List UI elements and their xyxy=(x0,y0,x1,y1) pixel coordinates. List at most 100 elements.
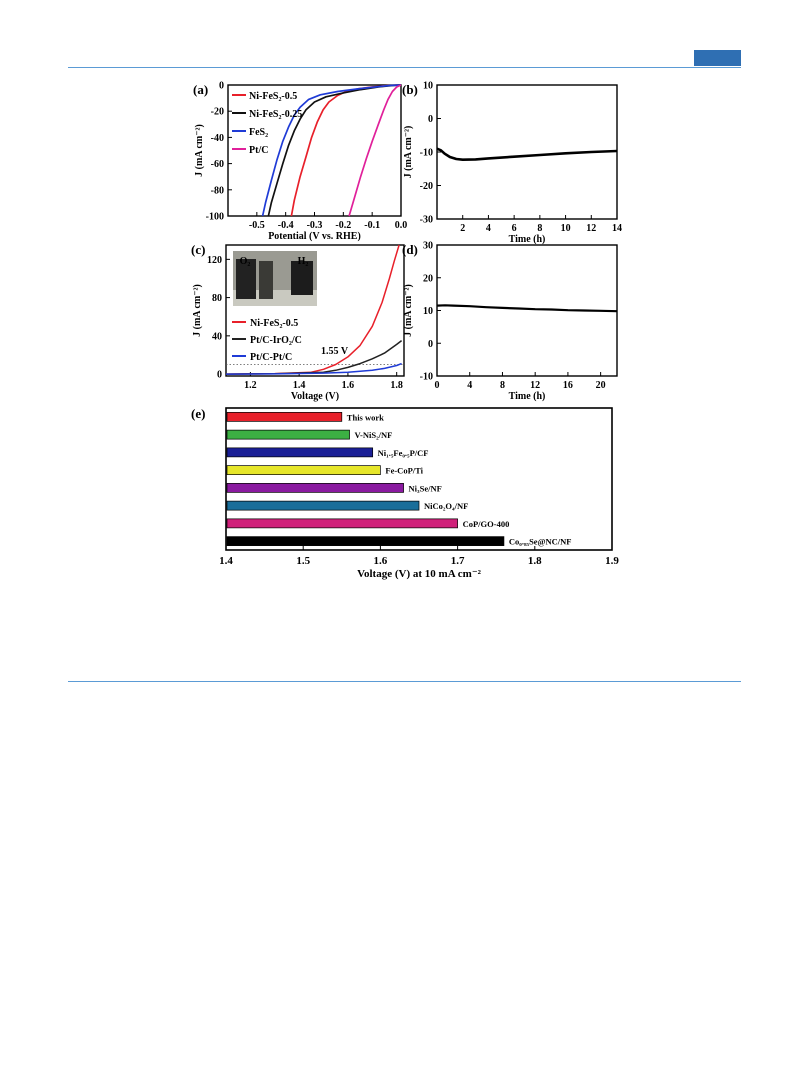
x-tick-label-c: 1.4 xyxy=(293,380,306,391)
legend-label-a-0: Ni-FeS₂-0.5 xyxy=(249,91,297,102)
x-tick-label-d: 0 xyxy=(435,380,440,391)
legend-label-c-2: Pt/C-Pt/C xyxy=(250,352,292,363)
x-tick-label-d: 16 xyxy=(563,380,573,391)
panel-label-b: (b) xyxy=(402,82,418,97)
bar-2 xyxy=(226,447,374,458)
series-line-a-3 xyxy=(348,84,402,217)
x-tick-label-d: 20 xyxy=(596,380,606,391)
x-tick-label-d: 8 xyxy=(500,380,505,391)
x-tick-label-c: 1.6 xyxy=(342,380,355,391)
x-tick-label-a: -0.2 xyxy=(335,220,351,231)
x-tick-label-b: 4 xyxy=(486,223,491,234)
y-tick-label-b: 0 xyxy=(428,114,433,125)
x-tick-label-e: 1.6 xyxy=(374,555,388,567)
x-tick-label-c: 1.2 xyxy=(244,380,257,391)
y-tick-label-d: 10 xyxy=(423,306,433,317)
y-tick-label-d: -10 xyxy=(420,372,433,383)
bar-0 xyxy=(226,412,343,422)
x-axis-label-e: Voltage (V) at 10 mA cm⁻² xyxy=(357,568,482,580)
series-line-a-1 xyxy=(267,84,402,217)
y-tick-label-a: -100 xyxy=(206,212,224,223)
header-rule xyxy=(68,67,741,68)
plot-frame-c xyxy=(225,244,405,377)
bar-label-4: Ni₃Se/NF xyxy=(409,483,442,493)
legend-label-c-0: Ni-FeS₂-0.5 xyxy=(250,318,298,329)
panel-label-c: (c) xyxy=(191,242,205,257)
y-axis-label-d: J (mA cm⁻²) xyxy=(403,284,414,337)
series-line-a-2 xyxy=(261,84,402,217)
y-tick-label-b: 10 xyxy=(423,81,433,92)
panel-label-d: (d) xyxy=(402,242,418,257)
bar-5 xyxy=(226,500,420,511)
x-tick-label-e: 1.7 xyxy=(451,555,465,567)
y-tick-label-d: 20 xyxy=(423,273,433,284)
y-tick-label-b: -30 xyxy=(420,215,433,226)
x-tick-label-e: 1.4 xyxy=(219,555,233,567)
x-tick-label-c: 1.8 xyxy=(390,380,403,391)
y-tick-label-d: 0 xyxy=(428,339,433,350)
x-tick-label-b: 2 xyxy=(460,223,465,234)
y-tick-label-a: -60 xyxy=(211,159,224,170)
y-tick-label-d: 30 xyxy=(423,241,433,252)
x-tick-label-d: 12 xyxy=(530,380,540,391)
x-tick-label-a: -0.4 xyxy=(278,220,294,231)
inset-electrode-right xyxy=(291,261,313,295)
bar-3 xyxy=(226,465,381,475)
x-axis-label-c: Voltage (V) xyxy=(291,391,339,402)
legend-label-a-2: FeS₂ xyxy=(249,127,268,138)
y-tick-label-c: 80 xyxy=(212,293,222,304)
y-tick-label-b: -10 xyxy=(420,148,433,159)
x-tick-label-d: 4 xyxy=(467,380,472,391)
legend-label-a-1: Ni-FeS₂-0.25 xyxy=(249,109,302,120)
panel-label-e: (e) xyxy=(191,406,205,421)
x-tick-label-b: 10 xyxy=(561,223,571,234)
y-axis-label-c: J (mA cm⁻²) xyxy=(192,284,203,337)
y-tick-label-b: -20 xyxy=(420,181,433,192)
bar-label-1: V-NiS₂/NF xyxy=(355,430,393,440)
series-line-c-2 xyxy=(225,362,402,375)
y-tick-label-a: -20 xyxy=(211,107,224,118)
panel-label-a: (a) xyxy=(193,82,208,97)
x-tick-label-e: 1.9 xyxy=(605,555,619,567)
legend-label-a-3: Pt/C xyxy=(249,145,268,156)
bar-label-5: NiCo₂O₄/NF xyxy=(424,501,468,511)
series-line-d-0 xyxy=(436,304,618,313)
x-tick-label-e: 1.8 xyxy=(528,555,542,567)
bar-label-7: Co₀.₈₅Se@NC/NF xyxy=(509,537,572,547)
y-tick-label-c: 0 xyxy=(217,370,222,381)
footer-rule xyxy=(68,681,741,682)
x-tick-label-b: 14 xyxy=(612,223,622,234)
legend-label-c-1: Pt/C-IrO₂/C xyxy=(250,335,302,346)
bar-label-6: CoP/GO-400 xyxy=(463,519,510,529)
series-line-a-0 xyxy=(290,84,402,217)
y-axis-label-a: J (mA cm⁻²) xyxy=(194,124,205,177)
x-tick-label-a: 0.0 xyxy=(395,220,408,231)
plot-frame-e xyxy=(225,407,613,551)
x-tick-label-a: -0.1 xyxy=(364,220,380,231)
annotation-onset: 1.55 V xyxy=(321,346,349,357)
inset-label-h2: H₂ xyxy=(298,256,309,267)
bar-1 xyxy=(226,429,350,440)
series-line-b-0 xyxy=(436,147,618,161)
x-axis-label-d: Time (h) xyxy=(509,391,546,402)
y-tick-label-a: -40 xyxy=(211,133,224,144)
y-tick-label-c: 120 xyxy=(207,255,222,266)
x-tick-label-e: 1.5 xyxy=(296,555,310,567)
bar-label-2: Ni₁.₅Fe₀.₅P/CF xyxy=(378,448,429,458)
x-tick-label-a: -0.3 xyxy=(307,220,323,231)
y-axis-label-b: J (mA cm⁻²) xyxy=(403,126,414,179)
inset-label-o2: O₂ xyxy=(240,256,251,267)
x-axis-label-b: Time (h) xyxy=(509,234,546,245)
header-tab xyxy=(694,50,741,66)
y-tick-label-c: 40 xyxy=(212,331,222,342)
y-tick-label-a: -80 xyxy=(211,185,224,196)
bar-4 xyxy=(226,483,404,493)
bar-7 xyxy=(226,536,505,546)
y-tick-label-a: 0 xyxy=(219,81,224,92)
x-tick-label-b: 8 xyxy=(537,223,542,234)
x-tick-label-b: 12 xyxy=(586,223,596,234)
bar-6 xyxy=(226,518,458,529)
x-axis-label-a: Potential (V vs. RHE) xyxy=(268,231,361,242)
x-tick-label-b: 6 xyxy=(512,223,517,234)
